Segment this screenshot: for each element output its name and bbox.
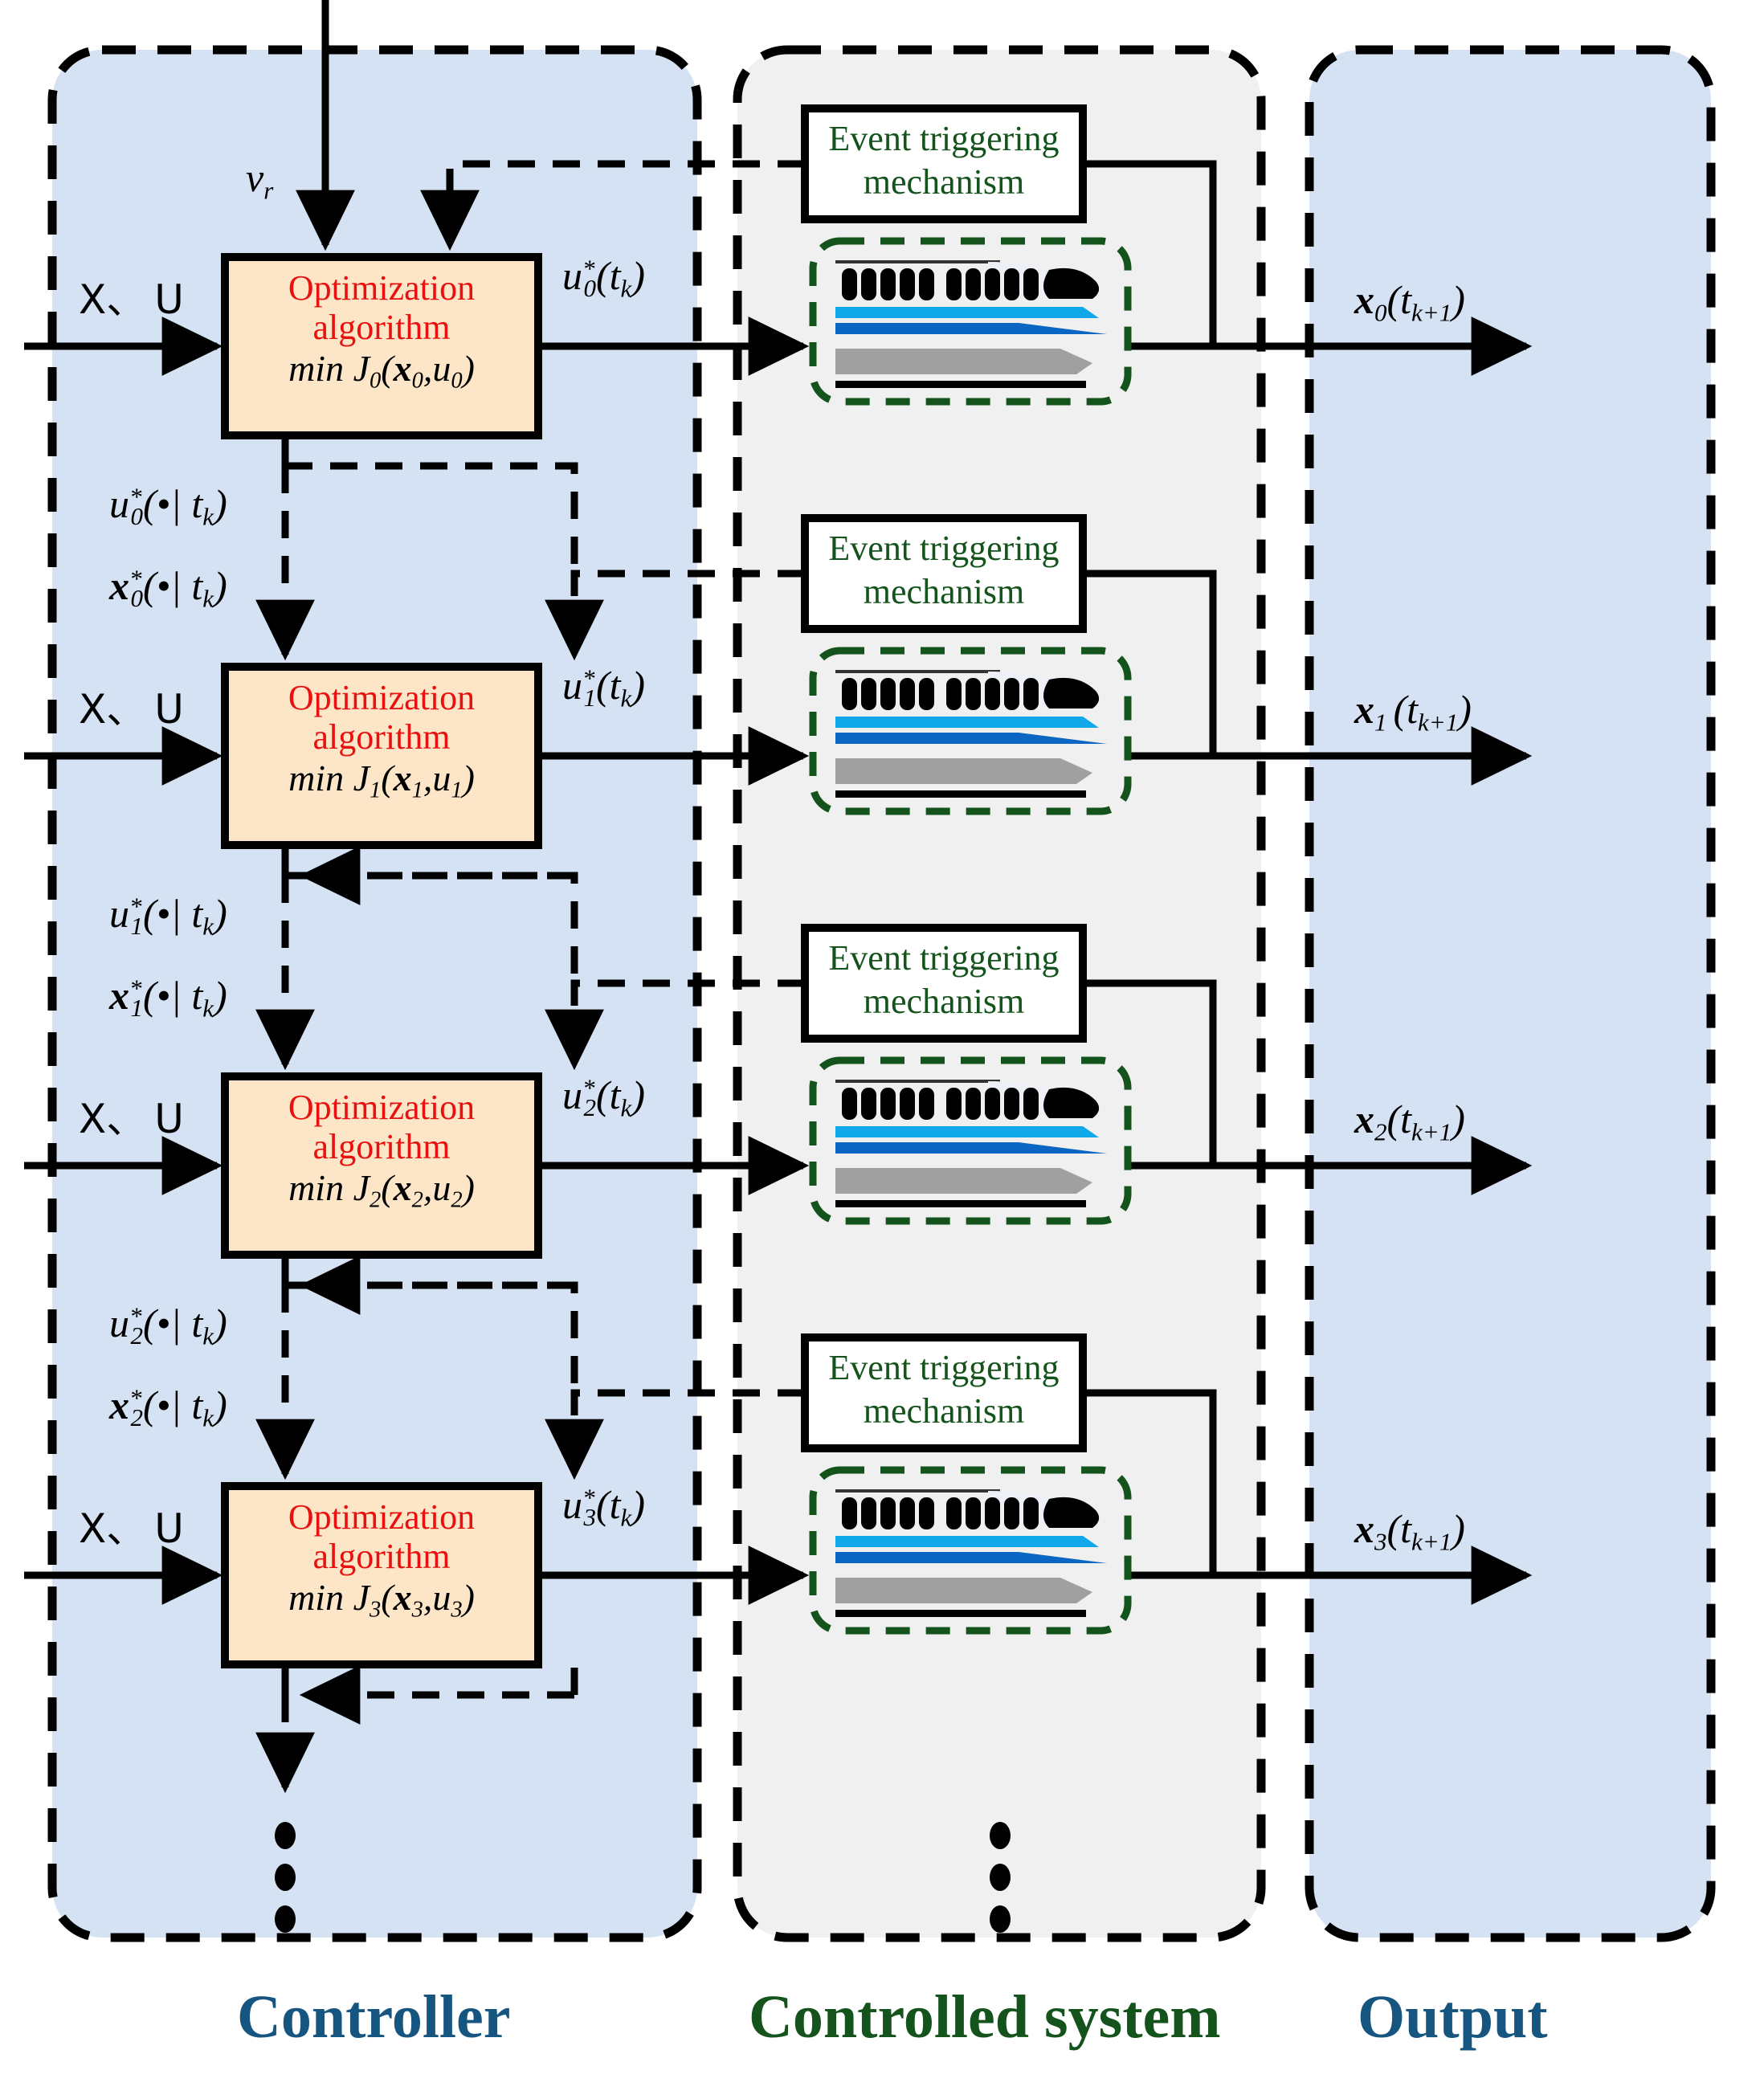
feedback-label-u2: u*2(•| tk) — [109, 1301, 227, 1350]
block-1-line2: algorithm — [312, 717, 451, 758]
output-label-2: x2(tk+1) — [1354, 1096, 1465, 1146]
block-3-line2: algorithm — [312, 1537, 451, 1577]
optimization-block-1[interactable] — [221, 663, 542, 849]
train-graphic-3 — [809, 1466, 1132, 1635]
reference-input-label: vr — [246, 155, 274, 205]
block-3-cost: min J3(x3,u3) — [288, 1576, 475, 1623]
control-output-label-3: u*3(tk) — [562, 1482, 645, 1532]
optimization-block-2-text: Optimization algorithm min J2(x2,u2) — [225, 1088, 538, 1213]
etm-label-1: Event triggering mechanism — [805, 527, 1083, 613]
constraint-label-2: X、U — [79, 1096, 184, 1142]
row-0-wiring — [24, 0, 1533, 661]
train-graphic-1 — [809, 647, 1132, 815]
constraint-label-1: X、U — [79, 686, 184, 733]
feedback-label-x2: x*2(•| tk) — [109, 1382, 227, 1432]
block-3-line1: Optimization — [288, 1497, 476, 1537]
output-label-1: x1(tk+1) — [1354, 687, 1472, 737]
row-1-wiring — [24, 570, 1533, 1071]
train-graphic-0 — [809, 237, 1132, 406]
constraint-label-0: X、U — [79, 276, 184, 323]
block-2-line1: Optimization — [288, 1088, 476, 1127]
panel-output — [1305, 45, 1716, 1942]
etm-box-0[interactable] — [801, 104, 1087, 223]
optimization-block-0-text: Optimization algorithm min J0(x0,u0) — [225, 268, 538, 394]
optimization-block-0[interactable] — [221, 253, 542, 439]
control-output-label-2: u*2(tk) — [562, 1072, 645, 1122]
footer-label-output: Output — [1358, 1983, 1548, 2051]
block-1-line1: Optimization — [288, 678, 476, 717]
footer-label-controlled-system: Controlled system — [749, 1983, 1221, 2051]
system-ellipsis — [990, 1822, 1011, 1933]
block-0-cost: min J0(x0,u0) — [288, 347, 475, 394]
block-0-line2: algorithm — [312, 308, 451, 348]
control-output-label-0: u*0(tk) — [562, 253, 645, 303]
row-3-wiring — [24, 1389, 1533, 1794]
etm-label-2: Event triggering mechanism — [805, 937, 1083, 1023]
output-label-3: x3(tk+1) — [1354, 1506, 1465, 1556]
control-output-label-1: u*1(tk) — [562, 663, 645, 713]
etm-3-line1: Event triggering — [828, 1348, 1060, 1387]
etm-label-3: Event triggering mechanism — [805, 1346, 1083, 1432]
feedback-label-x0: x*0(•| tk) — [109, 563, 227, 613]
feedback-label-x1: x*1(•| tk) — [109, 973, 227, 1023]
constraint-label-3: X、U — [79, 1505, 184, 1552]
feedback-label-u1: u*1(•| tk) — [109, 891, 227, 941]
train-graphic-2 — [809, 1056, 1132, 1225]
etm-1-line2: mechanism — [863, 571, 1025, 611]
row-2-wiring — [24, 979, 1533, 1480]
etm-3-line2: mechanism — [863, 1390, 1025, 1431]
block-0-line1: Optimization — [288, 268, 476, 308]
etm-1-line1: Event triggering — [828, 529, 1060, 568]
etm-2-line1: Event triggering — [828, 938, 1060, 978]
output-label-0: x0(tk+1) — [1354, 277, 1465, 327]
etm-0-line2: mechanism — [863, 161, 1025, 202]
optimization-block-3[interactable] — [221, 1482, 542, 1668]
optimization-block-2[interactable] — [221, 1072, 542, 1259]
footer-label-controller: Controller — [237, 1983, 511, 2051]
etm-0-line1: Event triggering — [828, 119, 1060, 158]
block-1-cost: min J1(x1,u1) — [288, 757, 475, 803]
controller-ellipsis — [275, 1822, 296, 1933]
etm-2-line2: mechanism — [863, 981, 1025, 1021]
block-2-line2: algorithm — [312, 1127, 451, 1167]
etm-label-0: Event triggering mechanism — [805, 117, 1083, 203]
optimization-block-1-text: Optimization algorithm min J1(x1,u1) — [225, 678, 538, 803]
etm-box-3[interactable] — [801, 1333, 1087, 1452]
feedback-label-u0: u*0(•| tk) — [109, 481, 227, 531]
panel-controller — [47, 45, 702, 1942]
block-2-cost: min J2(x2,u2) — [288, 1166, 475, 1213]
etm-box-1[interactable] — [801, 514, 1087, 633]
optimization-block-3-text: Optimization algorithm min J3(x3,u3) — [225, 1497, 538, 1623]
etm-box-2[interactable] — [801, 924, 1087, 1043]
